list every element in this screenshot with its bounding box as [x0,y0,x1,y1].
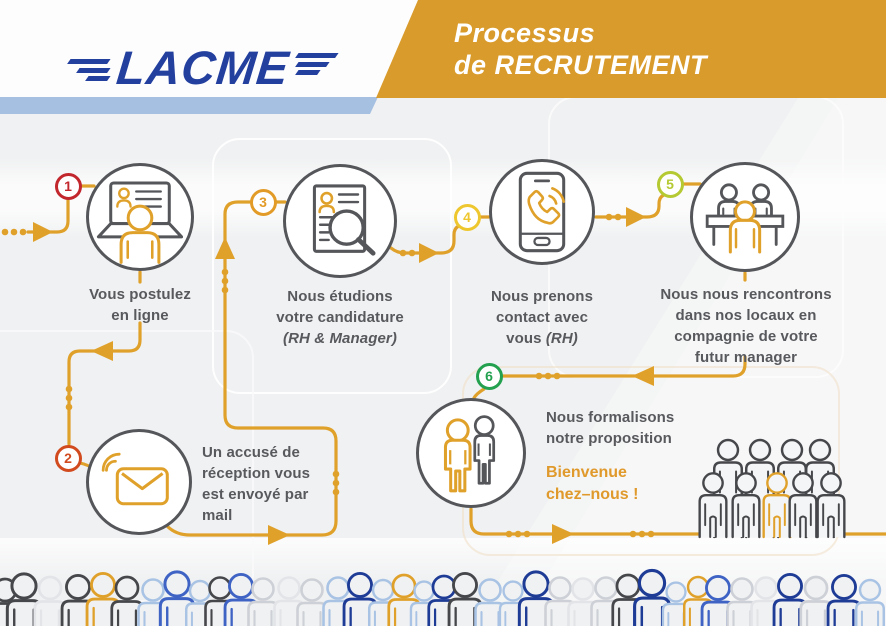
step-6-number: 6 [485,368,493,384]
step-1-label: Vous postulez en ligne [89,286,191,324]
step-4-label: Nous prenons contact avec vous (RH) [490,288,594,347]
logo-speedlines-right [295,53,339,75]
step-3-label: Nous étudions votre candidature (RH & Ma… [276,288,404,347]
step-1-badge: 1 [54,172,82,200]
step-5-badge: 5 [656,170,684,198]
step-2-number: 2 [64,450,72,466]
step-5-number: 5 [666,176,674,192]
step-4-number: 4 [463,209,471,225]
lacme-logo: LACME [58,38,348,96]
people-group-icon [698,438,846,539]
page-title: Processus de RECRUTEMENT [454,18,708,80]
mail-icon [101,452,169,506]
laptop-applicant-icon [96,181,184,264]
step-3-badge: 3 [249,188,277,216]
step-3-number: 3 [259,194,267,210]
two-people-icon [443,415,496,493]
arrow-up-icon [215,237,235,259]
step-3-circle [283,164,397,278]
logo-speedlines-left [67,59,111,81]
step-5-label: Nous nous rencontrons dans nos locaux en… [660,286,832,366]
logo-text: LACME [114,40,292,94]
step-4-badge: 4 [453,203,481,231]
step-5-circle [690,162,800,272]
title-banner: Processus de RECRUTEMENT [376,0,886,98]
document-search-icon [312,184,376,256]
arrow-left-icon [91,341,113,361]
meeting-icon [705,183,785,254]
header-blue-bar [0,97,378,114]
step-2-badge: 2 [54,444,82,472]
step-4-circle [489,159,595,265]
step-1-circle [86,163,194,271]
crowd-row-icons [0,568,886,626]
welcome-message: Bienvenue chez–nous ! [546,464,639,503]
step-2-label: Un accusé de réception vous est envoyé p… [202,444,311,524]
step-1-number: 1 [64,178,72,194]
step-6-label: Nous formalisons notre proposition [546,409,675,447]
step-6-badge: 6 [475,362,503,390]
phone-icon [518,171,566,253]
step-6-circle [416,398,526,508]
step-2-circle [86,429,192,535]
arrow-right-icon [419,243,439,263]
